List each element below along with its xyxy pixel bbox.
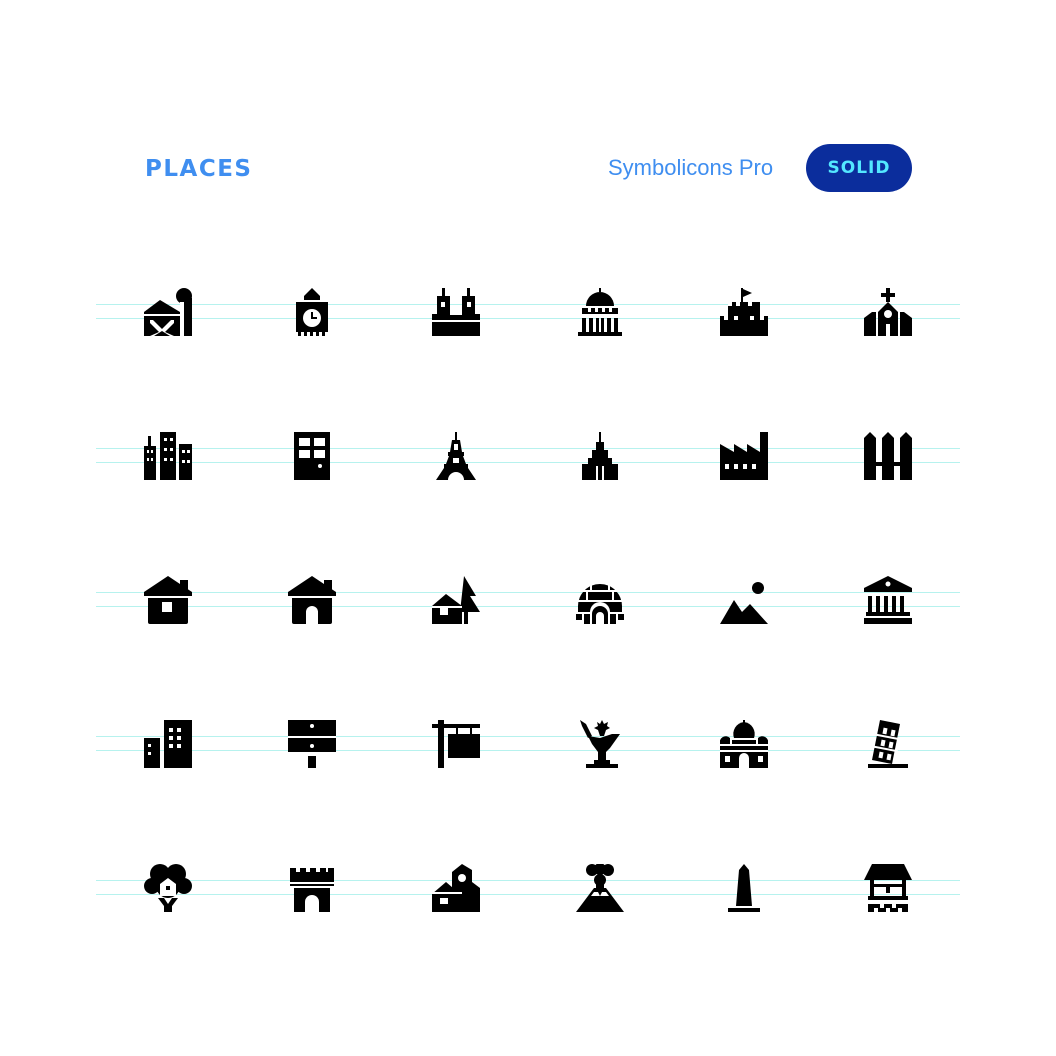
taj-mahal-icon[interactable] [720,720,768,768]
guide-lines [96,880,960,896]
big-ben-icon[interactable] [288,288,336,336]
tree-house-icon[interactable] [144,864,192,912]
guide-lines [96,304,960,320]
mountains-icon[interactable] [720,576,768,624]
guide-lines [96,448,960,464]
museum-icon[interactable] [864,576,912,624]
fence-icon[interactable] [864,432,912,480]
volcano-icon[interactable] [576,864,624,912]
capitol-icon[interactable] [576,288,624,336]
office-building-icon[interactable] [288,432,336,480]
guide-lines [96,736,960,752]
cabin-icon[interactable] [432,576,480,624]
guide-lines [96,592,960,608]
apartments-icon[interactable] [144,720,192,768]
house-icon[interactable] [144,576,192,624]
fort-icon[interactable] [720,288,768,336]
obelisk-icon[interactable] [720,864,768,912]
hanging-sign-icon[interactable] [432,720,480,768]
billboard-icon[interactable] [288,720,336,768]
factory-icon[interactable] [720,432,768,480]
tower-gate-icon[interactable] [288,864,336,912]
section-title: PLACES [145,156,253,182]
style-badge[interactable]: SOLID [806,144,912,192]
empire-state-building-icon[interactable] [576,432,624,480]
village-icon[interactable] [432,864,480,912]
city-icon[interactable] [144,432,192,480]
igloo-icon[interactable] [576,576,624,624]
brand-name: Symbolicons Pro [608,155,774,180]
home-icon[interactable] [288,576,336,624]
barn-icon[interactable] [144,288,192,336]
church-icon[interactable] [864,288,912,336]
castle-icon[interactable] [432,288,480,336]
statue-of-liberty-icon[interactable] [576,720,624,768]
water-well-icon[interactable] [864,864,912,912]
leaning-tower-of-pisa-icon[interactable] [864,720,912,768]
eiffel-tower-icon[interactable] [432,432,480,480]
